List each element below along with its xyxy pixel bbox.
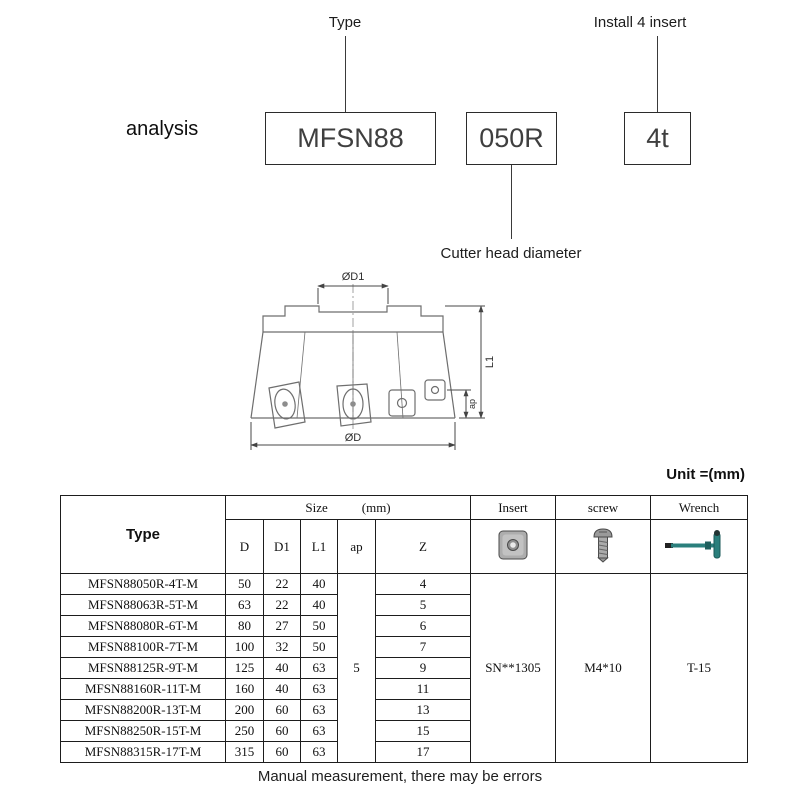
cell-d1: 32: [263, 636, 301, 658]
cell-d: 125: [225, 657, 264, 679]
cell-d1: 60: [263, 720, 301, 742]
cell-z: 11: [375, 678, 471, 700]
cell-d: 80: [225, 615, 264, 637]
cutter-body: [250, 305, 456, 429]
dim-ap-label: ap: [467, 399, 477, 409]
cell-d1: 40: [263, 657, 301, 679]
insert-image-cell: [470, 519, 556, 574]
callout-diameter-label: Cutter head diameter: [440, 245, 582, 262]
cell-d: 160: [225, 678, 264, 700]
cell-d: 63: [225, 594, 264, 616]
callout-install-label: Install 4 insert: [593, 14, 687, 31]
col-header-type: Type: [60, 495, 226, 574]
cell-d: 250: [225, 720, 264, 742]
cell-l1: 63: [300, 741, 338, 763]
col-header-screw: screw: [555, 495, 651, 520]
code-box-teeth: 4t: [624, 112, 691, 165]
wrench-image-cell: [650, 519, 748, 574]
cell-d: 200: [225, 699, 264, 721]
cell-z: 17: [375, 741, 471, 763]
cell-type: MFSN88125R-9T-M: [60, 657, 226, 679]
cell-type: MFSN88315R-17T-M: [60, 741, 226, 763]
insert-icon: [498, 530, 528, 559]
col-header-d: D: [225, 519, 264, 574]
table-row: MFSN88100R-7T-M 100 32 50 7: [60, 636, 748, 658]
screw-image-cell: [555, 519, 651, 574]
cell-l1: 50: [300, 636, 338, 658]
cell-type: MFSN88100R-7T-M: [60, 636, 226, 658]
cell-l1: 63: [300, 657, 338, 679]
cell-z: 7: [375, 636, 471, 658]
callout-install-line: [657, 36, 658, 112]
dim-d: [250, 422, 456, 450]
cell-d: 315: [225, 741, 264, 763]
dim-l1: [445, 305, 485, 419]
spec-table: Type Size (mm) Insert screw Wrench D D1 L…: [60, 495, 748, 763]
cell-z: 13: [375, 699, 471, 721]
dim-d-label: ØD: [345, 432, 362, 444]
cutter-drawing: ØD1 ØD L1 ap: [250, 271, 496, 450]
wrench-icon: [665, 529, 721, 558]
cell-screw-merged: M4*10: [555, 573, 651, 763]
table-row: MFSN88050R-4T-M 50 22 40 5 4 SN**1305 M4…: [60, 573, 748, 763]
table-row: MFSN88200R-13T-M 200 60 63 13: [60, 699, 748, 721]
table-row: MFSN88315R-17T-M 315 60 63 17: [60, 741, 748, 763]
cell-type: MFSN88250R-15T-M: [60, 720, 226, 742]
dim-ap: [447, 389, 471, 419]
cell-type: MFSN88063R-5T-M: [60, 594, 226, 616]
cell-z: 4: [375, 573, 471, 595]
dim-l1-label: L1: [484, 356, 496, 368]
analysis-label: analysis: [126, 118, 199, 140]
cell-wrench-merged: T-15: [650, 573, 748, 763]
cell-l1: 40: [300, 594, 338, 616]
cell-z: 5: [375, 594, 471, 616]
unit-label: Unit =(mm): [666, 466, 745, 483]
callout-type-line: [345, 36, 346, 112]
col-header-ap: ap: [337, 519, 376, 574]
cell-d1: 27: [263, 615, 301, 637]
callout-diameter-line: [511, 165, 512, 239]
table-row: MFSN88063R-5T-M 63 22 40 5: [60, 594, 748, 616]
cell-type: MFSN88080R-6T-M: [60, 615, 226, 637]
table-row: MFSN88125R-9T-M 125 40 63 9: [60, 657, 748, 679]
cell-d1: 40: [263, 678, 301, 700]
code-box-series: MFSN88: [265, 112, 436, 165]
cell-l1: 63: [300, 720, 338, 742]
cell-d1: 60: [263, 741, 301, 763]
screw-icon: [593, 527, 613, 563]
cell-z: 9: [375, 657, 471, 679]
cell-d: 50: [225, 573, 264, 595]
cell-type: MFSN88160R-11T-M: [60, 678, 226, 700]
cell-d1: 60: [263, 699, 301, 721]
footer-note: Manual measurement, there may be errors: [257, 768, 543, 785]
cell-type: MFSN88050R-4T-M: [60, 573, 226, 595]
col-header-insert: Insert: [470, 495, 556, 520]
cell-d: 100: [225, 636, 264, 658]
cell-ap-merged: 5: [337, 573, 376, 763]
col-header-wrench: Wrench: [650, 495, 748, 520]
cell-l1: 63: [300, 699, 338, 721]
col-header-size: Size (mm): [225, 495, 471, 520]
table-row: MFSN88250R-15T-M 250 60 63 15: [60, 720, 748, 742]
cell-z: 6: [375, 615, 471, 637]
cell-l1: 50: [300, 615, 338, 637]
cell-d1: 22: [263, 594, 301, 616]
size-label: Size: [305, 499, 328, 515]
col-header-d1: D1: [263, 519, 301, 574]
cell-insert-merged: SN**1305: [470, 573, 556, 763]
dim-d1-label: ØD1: [342, 271, 365, 283]
cell-d1: 22: [263, 573, 301, 595]
col-header-l1: L1: [300, 519, 338, 574]
code-box-diameter: 050R: [466, 112, 557, 165]
cell-l1: 63: [300, 678, 338, 700]
dim-d1: [317, 283, 389, 304]
cell-l1: 40: [300, 573, 338, 595]
col-header-z: Z: [375, 519, 471, 574]
size-unit-label: (mm): [361, 499, 391, 515]
cell-type: MFSN88200R-13T-M: [60, 699, 226, 721]
cell-z: 15: [375, 720, 471, 742]
callout-type-label: Type: [328, 14, 362, 31]
